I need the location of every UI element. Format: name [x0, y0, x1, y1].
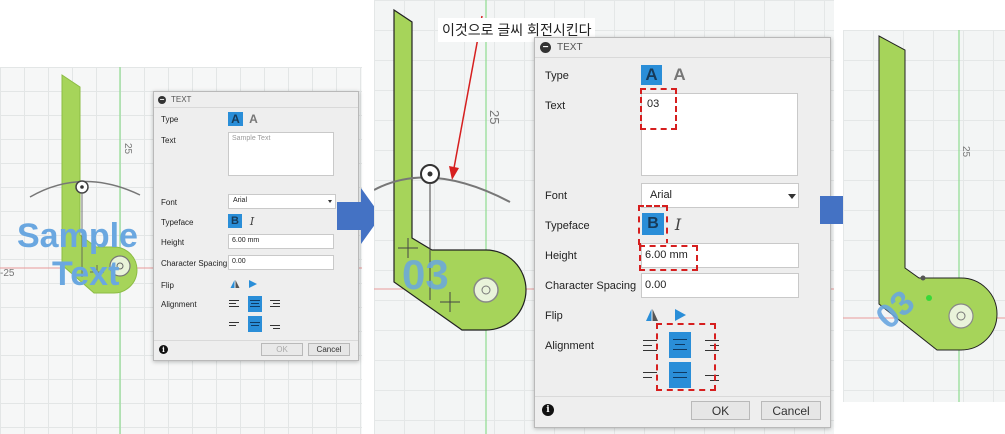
info-icon[interactable]: i	[542, 404, 554, 416]
type-label: Type	[161, 115, 179, 124]
flip-horizontal-icon[interactable]	[230, 279, 240, 289]
typeface-label: Typeface	[161, 218, 194, 227]
chevron-down-icon	[788, 194, 796, 199]
flip-label: Flip	[161, 281, 174, 290]
part-hole	[473, 277, 499, 303]
text-dialog-1: − TEXT Type A A Text Sample Text Font Ar…	[153, 91, 359, 361]
text-input[interactable]: 03	[641, 93, 798, 176]
chevron-down-icon	[328, 200, 332, 203]
collapse-icon[interactable]: −	[540, 42, 551, 53]
italic-icon[interactable]: I	[674, 214, 682, 234]
part-body	[393, 8, 527, 331]
align-bottom-center-icon[interactable]	[669, 362, 691, 388]
type-outline-icon[interactable]: A	[249, 112, 258, 126]
align-bottom-left-icon[interactable]	[642, 364, 662, 384]
dialog-title: TEXT	[171, 95, 192, 104]
align-center-icon[interactable]	[248, 296, 262, 312]
font-value: Arial	[233, 197, 248, 204]
cancel-button[interactable]: Cancel	[761, 401, 821, 420]
font-label: Font	[161, 198, 178, 207]
text-input[interactable]: Sample Text	[228, 132, 334, 176]
align-bottom-center-icon[interactable]	[248, 316, 262, 332]
character-spacing-input[interactable]: 0.00	[228, 255, 334, 270]
flip-label: Flip	[545, 310, 563, 322]
align-bottom-left-icon[interactable]	[228, 317, 242, 331]
flip-vertical-icon[interactable]	[248, 279, 258, 289]
type-outline-icon[interactable]: A	[673, 65, 686, 84]
panel-3-canvas	[843, 30, 1005, 402]
type-label: Type	[545, 70, 569, 82]
highlight-alignment	[656, 323, 716, 391]
type-filled-icon[interactable]: A	[228, 112, 243, 126]
dialog-title: TEXT	[557, 42, 583, 53]
alignment-label: Alignment	[545, 340, 594, 352]
highlight-text-input	[640, 88, 677, 130]
height-input[interactable]: 6.00 mm	[641, 243, 799, 268]
font-select[interactable]: Arial	[641, 183, 799, 208]
typeface-label: Typeface	[545, 220, 590, 232]
character-spacing-label: Character Spacing	[545, 280, 637, 292]
text-dialog-2: − TEXT Type A A Text 03 Font Arial Typef…	[534, 37, 831, 428]
part-hole	[109, 255, 131, 277]
dimension-label: 25	[487, 110, 502, 125]
info-icon[interactable]: i	[159, 345, 168, 354]
collapse-icon[interactable]: −	[158, 94, 166, 104]
font-value: Arial	[650, 189, 673, 201]
panel-1-canvas	[0, 67, 362, 434]
ok-button[interactable]: OK	[691, 401, 750, 420]
text-label: Text	[161, 136, 176, 145]
cancel-button[interactable]: Cancel	[308, 343, 350, 356]
character-spacing-input[interactable]: 0.00	[641, 273, 799, 298]
dialog-header[interactable]: − TEXT	[535, 38, 830, 58]
part-hole	[948, 303, 974, 329]
sample-text-preview-line1[interactable]: Sample	[17, 217, 138, 255]
bold-icon[interactable]: B	[642, 213, 664, 235]
align-left-icon[interactable]	[642, 336, 662, 356]
part-body	[878, 35, 998, 351]
align-bottom-right-icon[interactable]	[267, 317, 281, 331]
part-body	[61, 74, 138, 294]
height-label: Height	[545, 250, 577, 262]
type-filled-icon[interactable]: A	[641, 65, 662, 85]
font-label: Font	[545, 190, 568, 202]
axis-label: -25	[0, 268, 15, 279]
dimension-label: 25	[122, 143, 133, 155]
highlight-height-input	[639, 245, 698, 271]
align-left-icon[interactable]	[228, 297, 242, 311]
font-select[interactable]: Arial	[228, 194, 336, 209]
sample-text-preview-line2[interactable]: Text	[52, 255, 120, 293]
character-spacing-label: Character Spacing	[161, 259, 228, 268]
height-input[interactable]: 6.00 mm	[228, 234, 334, 249]
height-label: Height	[161, 238, 185, 247]
flip-vertical-icon[interactable]	[673, 308, 687, 322]
flip-horizontal-icon[interactable]	[645, 308, 659, 322]
alignment-label: Alignment	[161, 300, 197, 309]
italic-icon[interactable]: I	[249, 214, 255, 228]
panel-3-viewport[interactable]: 03 25	[843, 30, 1005, 402]
ok-button[interactable]: OK	[261, 343, 303, 356]
text-preview[interactable]: 03	[402, 251, 449, 298]
dialog-header[interactable]: − TEXT	[154, 92, 358, 108]
step-arrow-1-icon	[337, 188, 381, 244]
dimension-label: 25	[960, 146, 971, 158]
text-label: Text	[545, 100, 566, 112]
text-value: 03	[647, 98, 660, 110]
bold-icon[interactable]: B	[228, 214, 242, 228]
highlight-typeface	[638, 205, 668, 245]
align-right-icon[interactable]	[267, 297, 281, 311]
align-center-icon[interactable]	[669, 332, 691, 358]
